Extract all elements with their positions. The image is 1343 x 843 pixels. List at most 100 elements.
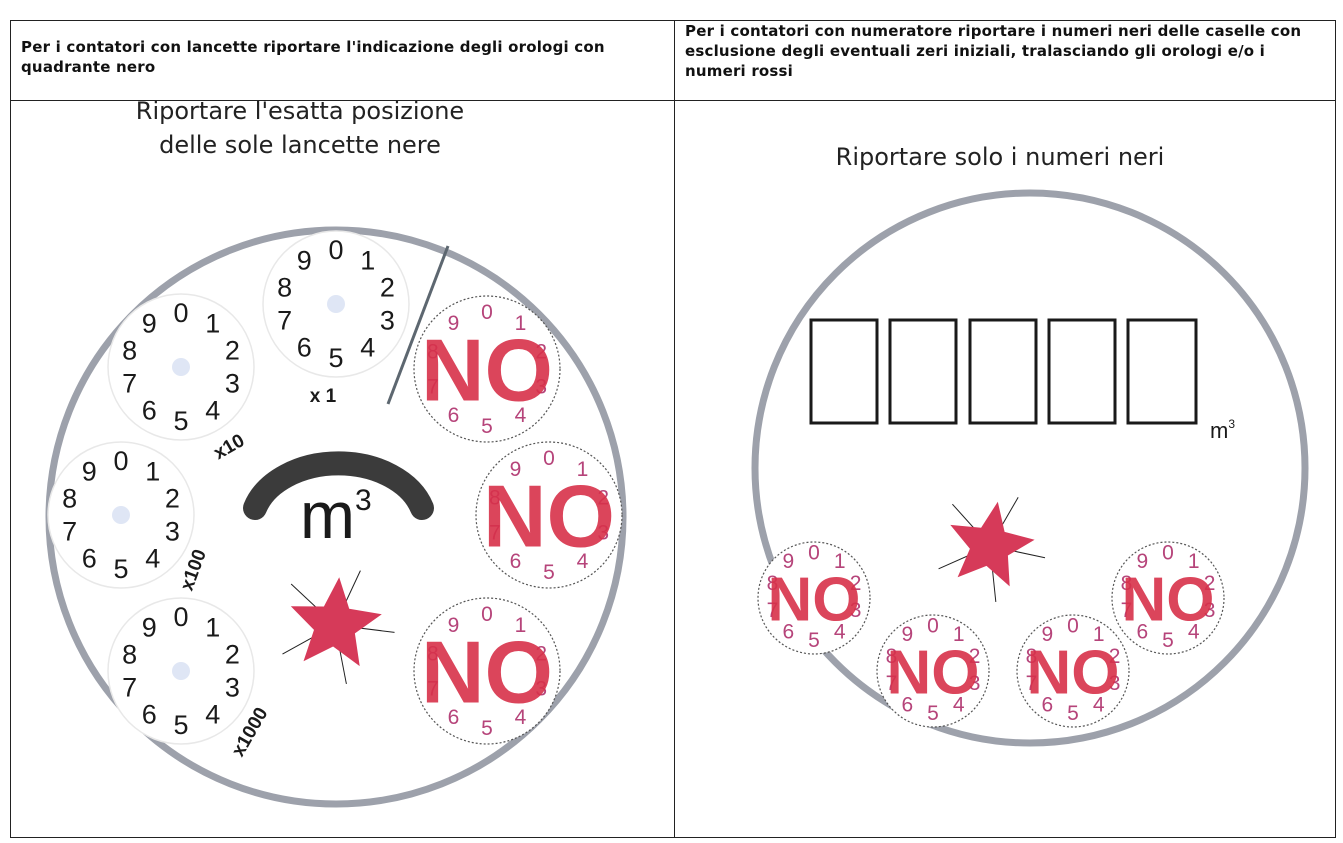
dial-digit: 6 (82, 544, 97, 574)
no-dial-digit: 4 (577, 550, 589, 573)
no-dial-digit: 0 (481, 603, 493, 626)
star-icon (282, 570, 395, 685)
dial-digit: 1 (145, 456, 160, 486)
dial-digit: 1 (360, 245, 375, 275)
no-label: NO (1027, 638, 1120, 707)
no-dial-digit: 4 (515, 404, 527, 427)
no-dial-digit: 7 (427, 376, 439, 399)
no-dial-digit: 6 (510, 550, 522, 573)
no-dial-digit: 1 (1093, 623, 1105, 646)
star-shape (290, 577, 382, 667)
no-dial-digit: 6 (1136, 621, 1148, 644)
star-icon (938, 497, 1046, 602)
no-dial-digit: 6 (1041, 694, 1053, 717)
dial-center (112, 506, 130, 524)
meter-unit-exp: 3 (355, 484, 372, 517)
dial-center (172, 662, 190, 680)
no-dial-digit: 0 (481, 301, 493, 324)
no-dial-digit: 9 (510, 458, 522, 481)
no-dial-digit: 8 (489, 486, 501, 509)
subtitle-right: Riportare solo i numeri neri (835, 143, 1165, 171)
dial-digit: 2 (225, 639, 240, 669)
no-dial-digit: 9 (448, 614, 460, 637)
no-dial-digit: 6 (901, 694, 913, 717)
dial-multiplier: x 1 (310, 386, 337, 407)
dial-digit: 3 (225, 369, 240, 399)
no-dial-digit: 5 (1162, 629, 1174, 652)
dial-digit: 9 (142, 612, 157, 642)
no-dial-digit: 5 (481, 415, 493, 438)
dial-digit: 8 (122, 335, 137, 365)
counter-box (1047, 318, 1117, 425)
no-dial-digit: 9 (448, 312, 460, 335)
no-dial-digit: 1 (1188, 550, 1200, 573)
dial-digit: 2 (165, 483, 180, 513)
counter-unit-exp: 3 (1228, 417, 1235, 431)
no-dial-digit: 9 (1136, 550, 1148, 573)
no-dial-face (1016, 614, 1130, 728)
no-dial-digit: 4 (1093, 694, 1105, 717)
no-dial-digit: 8 (1026, 645, 1038, 668)
header-divider (11, 100, 1335, 101)
no-dial-digit: 7 (886, 672, 898, 695)
dial-digit: 2 (225, 335, 240, 365)
no-dial-digit: 4 (1188, 621, 1200, 644)
no-dial-digit: 3 (597, 522, 609, 545)
no-dial-digit: 5 (481, 717, 493, 740)
dial-digit: 2 (380, 272, 395, 302)
dial-digit: 8 (62, 483, 77, 513)
no-label: NO (768, 565, 861, 634)
no-dial-digit: 7 (1121, 599, 1133, 622)
dial-digit: 3 (380, 306, 395, 336)
dial-digit: 6 (142, 700, 157, 730)
no-dial-digit: 2 (1109, 645, 1121, 668)
no-dial-face (876, 614, 990, 728)
meter-arc (243, 451, 434, 520)
dial-digit: 7 (122, 673, 137, 703)
no-dial-face (475, 441, 623, 589)
no-dial-face (1111, 541, 1225, 655)
dial-digit: 9 (82, 456, 97, 486)
no-dial-digit: 2 (1204, 572, 1216, 595)
no-dial-digit: 2 (969, 645, 981, 668)
dial-digit: 4 (205, 700, 220, 730)
no-dial-digit: 8 (1121, 572, 1133, 595)
dial-digit: 5 (113, 554, 128, 584)
dial-digit: 8 (122, 639, 137, 669)
no-dial-digit: 1 (953, 623, 965, 646)
no-dial-digit: 4 (953, 694, 965, 717)
dial-digit: 3 (225, 673, 240, 703)
no-dial-digit: 8 (886, 645, 898, 668)
no-dial-digit: 3 (535, 376, 547, 399)
dial-digit: 7 (122, 369, 137, 399)
no-dial-digit: 7 (489, 522, 501, 545)
dial-digit: 1 (205, 308, 220, 338)
no-dial-digit: 8 (427, 642, 439, 665)
dial-digit: 4 (145, 544, 160, 574)
dial-digit: 4 (360, 333, 375, 363)
counter-box (888, 318, 958, 425)
subtitle-left: Riportare l'esatta posizione delle sole … (135, 97, 465, 159)
no-dial-digit: 8 (427, 340, 439, 363)
dial-digit: 1 (205, 612, 220, 642)
no-dial-face (413, 597, 561, 745)
no-dial-digit: 3 (969, 672, 981, 695)
no-dial-digit: 5 (808, 629, 820, 652)
counter-box (809, 318, 879, 425)
dial-digit: 8 (277, 272, 292, 302)
star-shape (950, 501, 1035, 587)
dial-digit: 6 (142, 396, 157, 426)
dial-digit: 0 (173, 602, 188, 632)
no-dial-digit: 6 (782, 621, 794, 644)
no-dial-digit: 9 (782, 550, 794, 573)
no-dial-digit: 5 (927, 702, 939, 725)
no-dial-digit: 9 (901, 623, 913, 646)
no-dial-digit: 2 (535, 642, 547, 665)
instruction-table: Per i contatori con lancette riportare l… (10, 20, 1336, 838)
